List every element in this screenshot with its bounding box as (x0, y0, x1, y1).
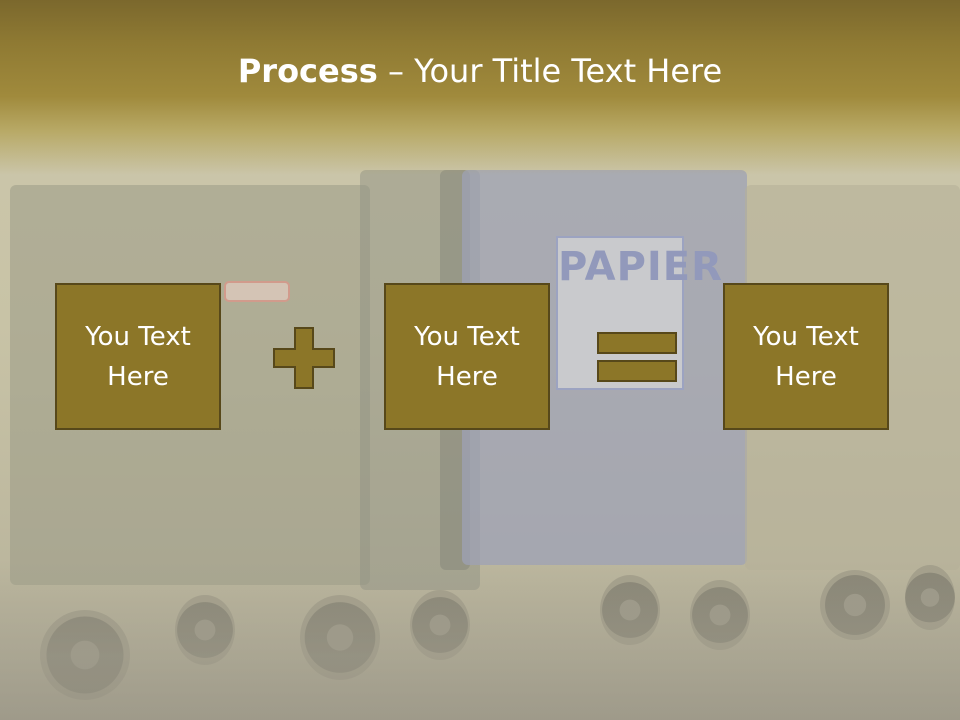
papier-sign-text: PAPIER (558, 244, 723, 290)
process-box-1-text: You Text Here (85, 321, 191, 392)
title-bar (0, 0, 960, 175)
bin-sticker (224, 281, 290, 302)
plus-icon (273, 327, 335, 389)
ground (0, 560, 960, 720)
papier-sign: PAPIER (556, 236, 723, 390)
process-box-2-text: You Text Here (414, 321, 520, 392)
slide-title-bold: Process (237, 52, 378, 90)
slide-title-rest: – Your Title Text Here (377, 52, 723, 90)
equals-icon (597, 332, 677, 382)
process-box-3: You Text Here (723, 283, 889, 430)
process-box-3-text: You Text Here (753, 321, 859, 392)
process-box-2: You Text Here (384, 283, 550, 430)
process-box-1: You Text Here (55, 283, 221, 430)
slide-title: Process – Your Title Text Here (0, 52, 960, 90)
